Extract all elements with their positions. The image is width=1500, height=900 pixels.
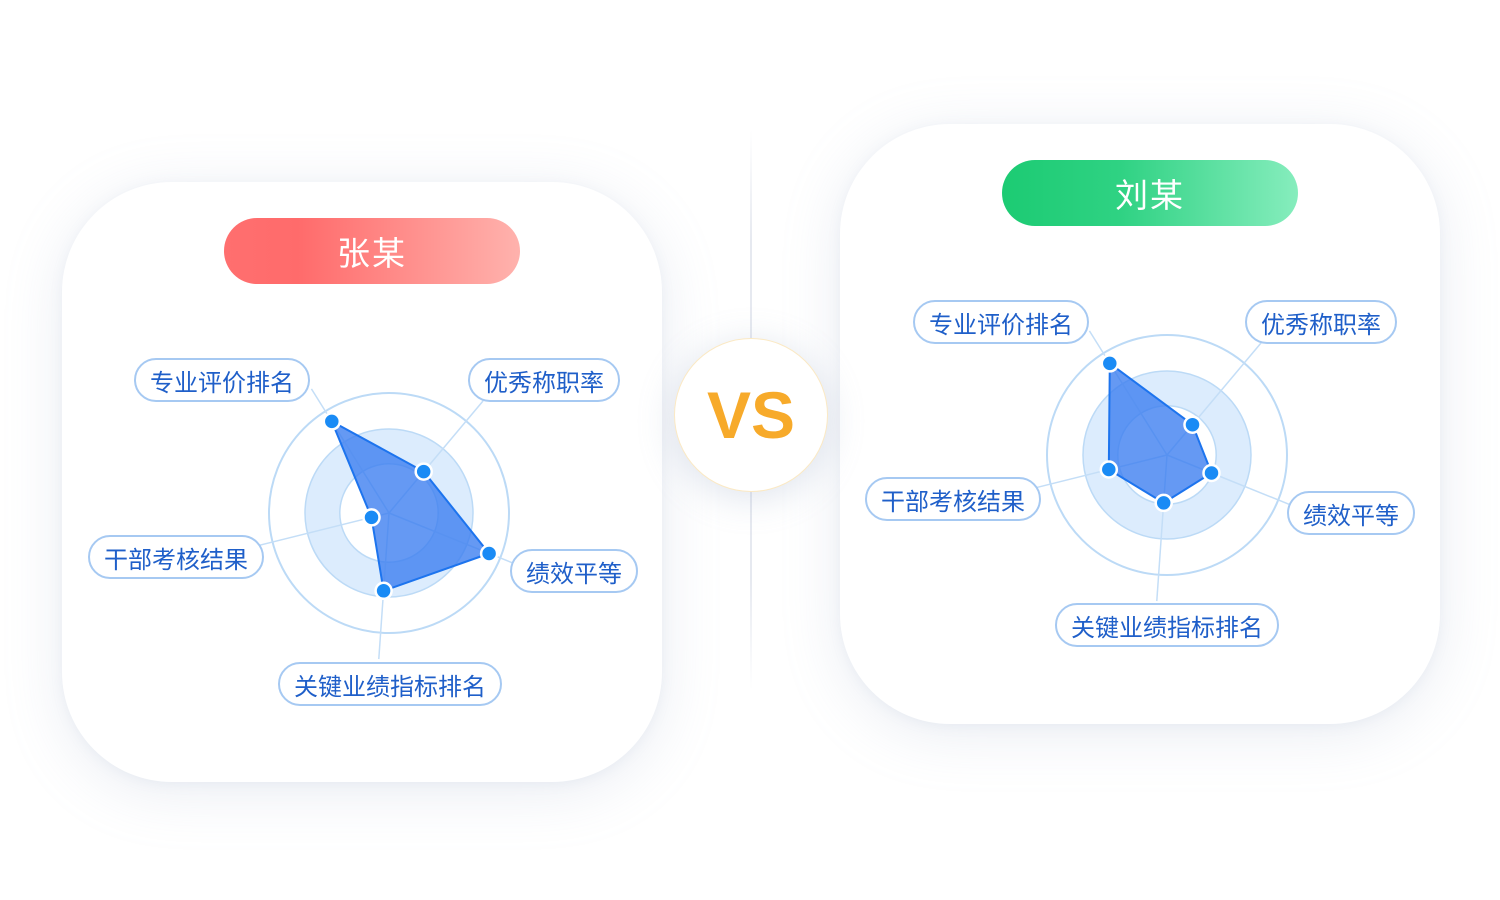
radar-point-0 bbox=[414, 462, 433, 481]
radar-label-kpi-rank: 关键业绩指标排名 bbox=[278, 662, 502, 706]
person-name-badge-right: 刘某 bbox=[1002, 160, 1298, 226]
comparison-card-left: 张某 专业评价排名 优秀称职率 干部考核结果 绩效平等 关键业绩指标排名 bbox=[62, 182, 662, 782]
radar-label-performance-equality: 绩效平等 bbox=[510, 549, 638, 593]
radar-label-professional-rank: 专业评价排名 bbox=[134, 358, 310, 402]
comparison-card-right: 刘某 专业评价排名 优秀称职率 干部考核结果 绩效平等 关键业绩指标排名 bbox=[840, 124, 1440, 724]
radar-chart-right bbox=[1024, 330, 1304, 602]
radar-label-excellent-rate: 优秀称职率 bbox=[468, 358, 620, 402]
radar-point-4 bbox=[1100, 354, 1120, 373]
radar-label-cadre-assessment: 干部考核结果 bbox=[88, 535, 264, 579]
radar-label-professional-rank: 专业评价排名 bbox=[913, 300, 1089, 344]
radar-point-2 bbox=[1154, 493, 1173, 513]
person-name-badge-left: 张某 bbox=[224, 218, 520, 284]
radar-point-4 bbox=[322, 412, 342, 431]
radar-label-kpi-rank: 关键业绩指标排名 bbox=[1055, 603, 1279, 647]
radar-label-excellent-rate: 优秀称职率 bbox=[1245, 300, 1397, 344]
radar-chart-left bbox=[246, 388, 526, 660]
radar-point-1 bbox=[479, 544, 499, 563]
radar-point-1 bbox=[1202, 463, 1221, 483]
radar-point-0 bbox=[1183, 415, 1202, 434]
vs-badge: VS bbox=[674, 338, 828, 492]
radar-point-2 bbox=[374, 581, 393, 601]
radar-point-3 bbox=[362, 508, 381, 527]
radar-label-performance-equality: 绩效平等 bbox=[1287, 491, 1415, 535]
radar-data-area bbox=[330, 420, 491, 592]
radar-label-cadre-assessment: 干部考核结果 bbox=[865, 477, 1041, 521]
radar-point-3 bbox=[1099, 460, 1119, 479]
